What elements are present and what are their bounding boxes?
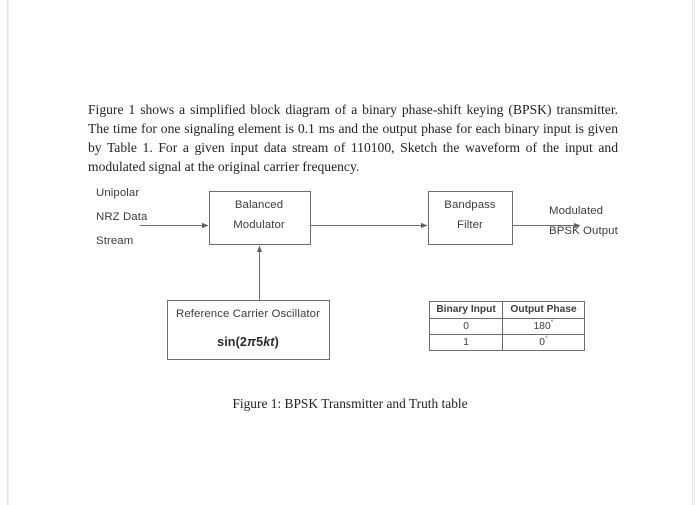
- balanced-modulator-box: [209, 191, 311, 245]
- page-edge-right-line: [692, 0, 693, 505]
- table-row: 1 0°: [428, 334, 585, 351]
- bandpass-filter-label-line-1: Bandpass: [444, 199, 496, 211]
- bandpass-filter-box: [428, 191, 513, 245]
- reference-oscillator-box: [167, 300, 330, 360]
- cell-output-phase-0: 180°: [502, 318, 585, 335]
- balanced-modulator-label-line-1: Balanced: [234, 199, 284, 211]
- formula-pi-symbol: π: [247, 335, 257, 349]
- oscillator-formula: sin(2π5kt): [217, 335, 279, 349]
- output-label-line-1: Modulated: [549, 205, 604, 217]
- truth-table-header-row: Binary Input Output Phase: [428, 301, 585, 319]
- truth-table-header-binary-input: Binary Input: [428, 301, 504, 319]
- truth-table-header-output-phase: Output Phase: [502, 301, 585, 319]
- input-label-line-2: NRZ Data: [96, 211, 148, 223]
- oscillator-title-label: Reference Carrier Oscillator: [176, 308, 320, 320]
- page-edge-right-shadow: [694, 0, 695, 505]
- cell-binary-input-1: 1: [428, 334, 504, 351]
- output-label-line-2: BPSK Output: [549, 225, 618, 237]
- degree-symbol-1: °: [544, 335, 548, 343]
- table-row: 0 180°: [428, 318, 585, 335]
- cell-binary-input-0: 0: [428, 318, 504, 335]
- input-label-line-3: Stream: [96, 235, 134, 247]
- phase-value-1: 0: [539, 337, 545, 348]
- formula-prefix: sin(2: [217, 335, 248, 349]
- question-paragraph: Figure 1 shows a simplified block diagra…: [88, 101, 618, 175]
- cell-output-phase-1: 0°: [502, 334, 585, 351]
- page-edge-left-line: [7, 0, 8, 505]
- page-edge-left-shadow: [8, 0, 9, 505]
- phase-value-0: 180: [533, 321, 551, 332]
- bandpass-filter-label-line-2: Filter: [457, 219, 483, 231]
- truth-table: Binary Input Output Phase 0 180° 1 0°: [428, 301, 585, 351]
- figure-caption: Figure 1: BPSK Transmitter and Truth tab…: [232, 396, 468, 411]
- degree-symbol-0: °: [550, 319, 554, 327]
- input-label-line-1: Unipolar: [96, 187, 140, 199]
- formula-amplitude: 5: [256, 335, 264, 349]
- balanced-modulator-label-line-2: Modulator: [233, 219, 285, 231]
- formula-variable: kt: [263, 335, 275, 349]
- formula-suffix: ): [274, 335, 279, 349]
